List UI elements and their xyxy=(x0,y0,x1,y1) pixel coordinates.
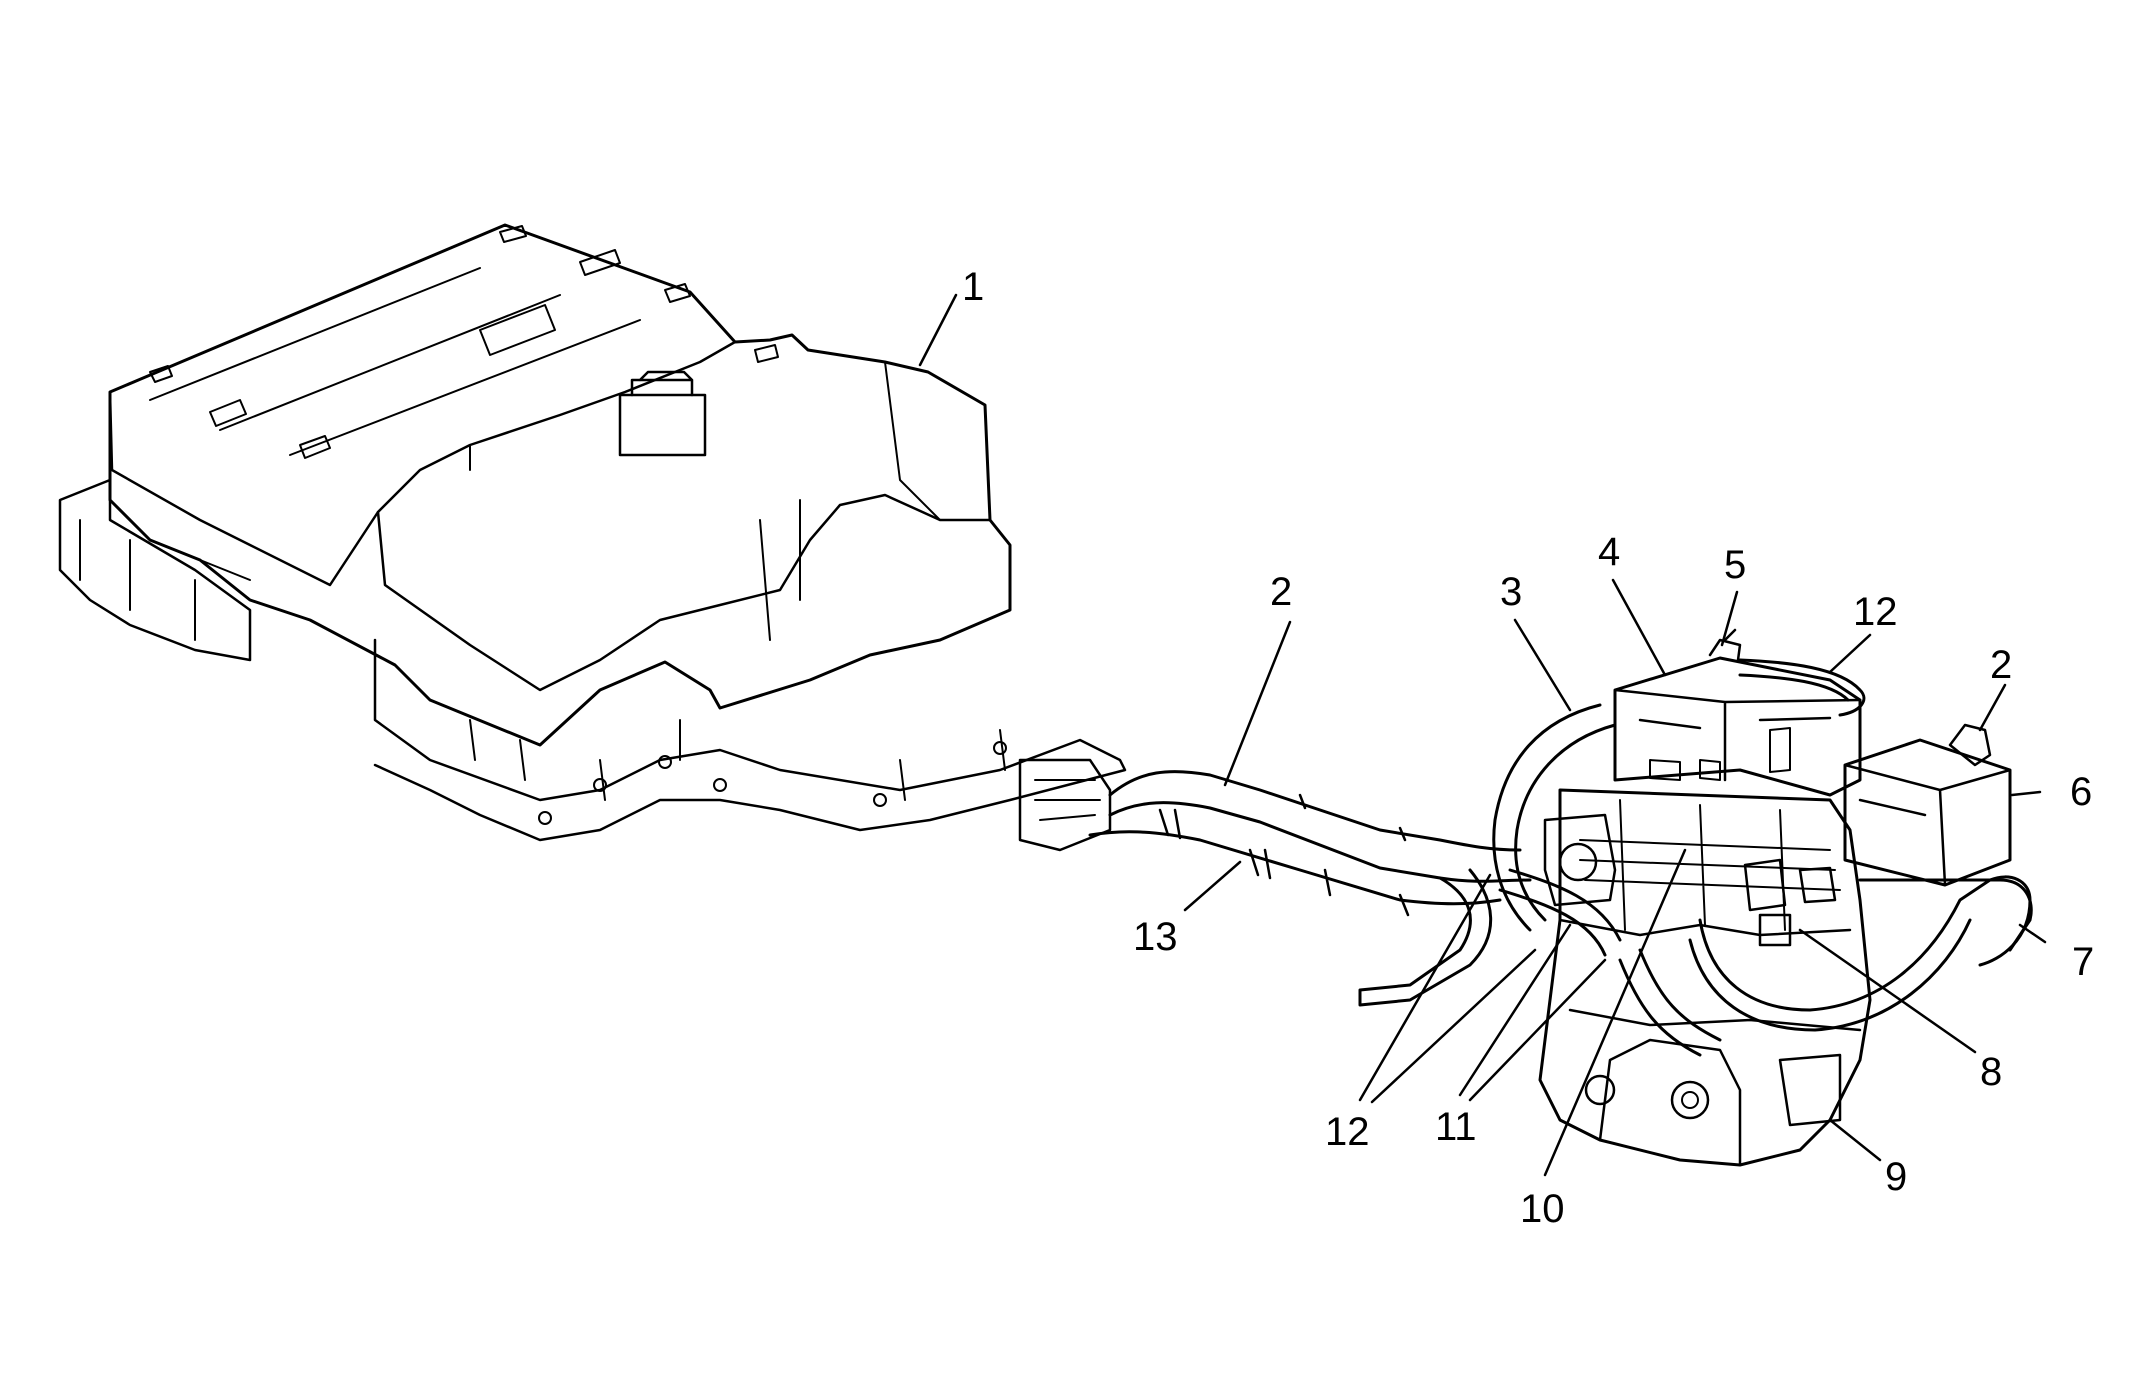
motor-end-port xyxy=(1558,842,1598,882)
mount-bolt xyxy=(993,741,1007,755)
battery-upper-tier-edge xyxy=(108,340,737,587)
hv-cable-assembly xyxy=(1088,770,1532,1007)
top-connector xyxy=(1708,628,1742,662)
battery-front-flange-detail xyxy=(79,519,251,641)
hose-sweep-lower xyxy=(1638,948,1722,1042)
left-coolant-hose-pair-b xyxy=(1498,888,1607,957)
leader-line-13 xyxy=(1183,860,1242,912)
battery-pack-top-surface xyxy=(108,223,1012,747)
battery-tail-connector xyxy=(1018,758,1112,852)
leader-line-7 xyxy=(2018,923,2047,944)
drive-unit-assembly xyxy=(1492,628,2033,1167)
callout-11: 11 xyxy=(1435,1105,1477,1149)
rear-coolant-hose xyxy=(1858,878,2033,952)
motor-end-cover xyxy=(1543,813,1617,907)
mount-bolt xyxy=(658,755,672,769)
leader-line-12b-2 xyxy=(1370,948,1537,1104)
right-cable-connector xyxy=(1948,723,1992,767)
hv-cable-upper xyxy=(1108,770,1522,852)
output-shaft xyxy=(1681,1091,1699,1109)
leader-lines xyxy=(918,293,2047,1177)
power-inverter-module-edges xyxy=(1613,688,1862,782)
leader-line-2a xyxy=(1223,620,1292,787)
top-coolant-hose xyxy=(1738,658,1866,717)
callout-9: 9 xyxy=(1885,1155,1907,1199)
leader-line-9 xyxy=(1828,1118,1882,1162)
hv-cable-lower xyxy=(1108,801,1532,883)
power-inverter-module-connectors xyxy=(1649,727,1791,781)
callout-1: 1 xyxy=(962,265,984,309)
leader-line-2b xyxy=(1978,683,2007,732)
battery-front-flange xyxy=(58,478,252,662)
transaxle-housing xyxy=(1538,788,1872,1167)
callout-labels: 1 2 2 3 4 5 6 7 8 9 10 11 12 12 13 xyxy=(962,265,2094,1231)
battery-top-tabs xyxy=(149,225,779,459)
leader-line-8 xyxy=(1798,928,1977,1054)
leader-line-12a xyxy=(1828,633,1872,674)
leader-line-11b xyxy=(1468,958,1607,1102)
battery-mounting-lugs xyxy=(469,719,1006,801)
front-coolant-hose-b xyxy=(1688,918,1972,1032)
callout-6: 6 xyxy=(2070,770,2092,814)
callout-3: 3 xyxy=(1500,570,1522,614)
auxiliary-module-edges xyxy=(1843,763,2012,887)
callout-2: 2 xyxy=(1270,570,1292,614)
power-inverter-module xyxy=(1613,656,1862,797)
hv-cable-third xyxy=(1088,830,1502,906)
cable-clips xyxy=(1158,793,1410,917)
callout-12: 12 xyxy=(1853,590,1898,634)
battery-rear-flange xyxy=(373,638,1127,842)
leader-line-11a xyxy=(1458,923,1572,1097)
top-coolant-hose-inner xyxy=(1738,673,1850,702)
battery-tail-connector-detail xyxy=(1034,779,1101,821)
auxiliary-module xyxy=(1843,738,2012,887)
front-coolant-hose-a xyxy=(1698,875,2032,1012)
left-hose-outer xyxy=(1492,703,1602,932)
service-disconnect-housing xyxy=(618,393,707,457)
left-coolant-hose-pair-a xyxy=(1508,868,1622,942)
battery-lower-step-inner xyxy=(759,361,941,641)
service-disconnect-plug xyxy=(630,370,694,397)
hose-sweep-lower-b xyxy=(1618,958,1702,1057)
battery-pack xyxy=(58,223,1127,852)
output-shaft-seal xyxy=(1670,1080,1710,1120)
mount-bolt xyxy=(873,793,887,807)
callout-8: 8 xyxy=(1980,1050,2002,1094)
leader-line-4 xyxy=(1611,578,1667,677)
callout-4: 4 xyxy=(1598,530,1620,574)
harness-brackets xyxy=(1743,858,1837,947)
transaxle-ribbing xyxy=(1579,799,1841,931)
leader-line-10 xyxy=(1543,848,1687,1177)
leader-line-6 xyxy=(2010,790,2042,797)
mount-bolt xyxy=(713,778,727,792)
mount-bolt xyxy=(538,811,552,825)
left-hose-inner xyxy=(1514,723,1617,922)
callout-10: 10 xyxy=(1520,1187,1565,1231)
battery-top-ribs xyxy=(149,267,641,471)
leader-line-3 xyxy=(1513,618,1572,712)
mount-boss xyxy=(1584,1074,1616,1106)
battery-lower-step xyxy=(376,493,992,692)
leader-line-1 xyxy=(918,293,958,367)
callout-5: 5 xyxy=(1724,543,1746,587)
callout-13: 13 xyxy=(1133,915,1178,959)
callout-12: 12 xyxy=(1325,1110,1370,1154)
callout-7: 7 xyxy=(2072,940,2094,984)
leader-line-12b-1 xyxy=(1358,873,1492,1102)
callout-2: 2 xyxy=(1990,643,2012,687)
mount-bolt xyxy=(593,778,607,792)
hv-cable-branch-down xyxy=(1358,868,1493,1007)
leader-line-5 xyxy=(1720,590,1739,647)
